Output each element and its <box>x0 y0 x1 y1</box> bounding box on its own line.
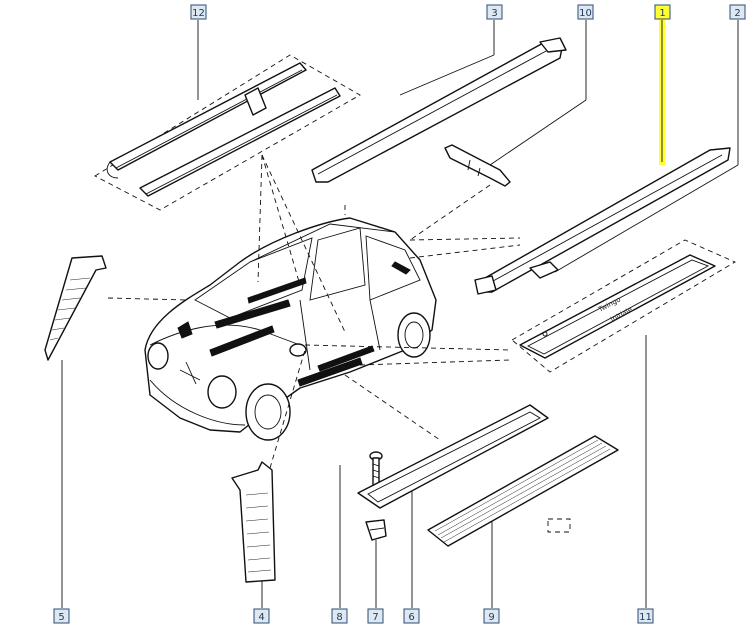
callout-number: 6 <box>408 612 414 623</box>
part-6-sill-strip <box>357 404 549 509</box>
callout-number: 4 <box>258 612 264 623</box>
leader-lines <box>61 18 739 608</box>
callout-number: 10 <box>579 8 592 19</box>
callout-9: 9 <box>483 608 500 624</box>
callout-6: 6 <box>403 608 420 624</box>
callout-number: 3 <box>491 8 497 19</box>
callout-1: 1 <box>654 4 671 20</box>
part-7-clip <box>365 519 387 541</box>
callout-2: 2 <box>729 4 746 20</box>
callout-number: 7 <box>372 612 378 623</box>
callout-5: 5 <box>53 608 70 624</box>
callout-number: 2 <box>734 8 740 19</box>
rail-clip <box>529 261 559 279</box>
callout-number: 5 <box>58 612 64 623</box>
callout-number: 9 <box>488 612 494 623</box>
car-illustration <box>144 217 437 441</box>
part-3-roof-rail <box>311 37 567 183</box>
callout-11: 11 <box>637 608 654 624</box>
part-12-trim-strips <box>94 54 361 211</box>
callout-7: 7 <box>367 608 384 624</box>
callout-3: 3 <box>486 4 503 20</box>
callout-number: 11 <box>639 612 652 623</box>
callout-number: 1 <box>659 8 665 19</box>
callout-10: 10 <box>577 4 594 20</box>
part-2-roof-rail <box>474 147 731 295</box>
callout-number: 12 <box>192 8 205 19</box>
part-5-pillar-trim <box>44 255 107 361</box>
callout-12: 12 <box>190 4 207 20</box>
callout-4: 4 <box>253 608 270 624</box>
part-11-sill-plate: Twingo Initiale <box>511 239 736 373</box>
part-9-sill-cover <box>427 435 619 547</box>
part-10-bracket <box>444 144 511 187</box>
callout-8: 8 <box>331 608 348 624</box>
part-8-screw <box>369 451 383 487</box>
part-4-pillar-trim <box>231 461 276 583</box>
callout-number: 8 <box>336 612 342 623</box>
connector-arrows <box>107 154 521 469</box>
